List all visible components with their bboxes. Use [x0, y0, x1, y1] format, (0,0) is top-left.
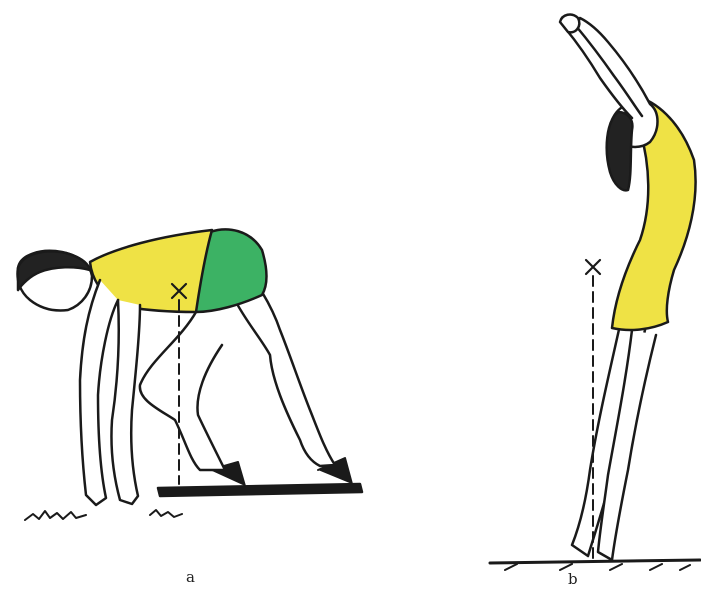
panel-a-label: a [186, 568, 195, 586]
panel-b-label: b [568, 570, 578, 588]
hair [607, 112, 633, 190]
panel-a-sprinter [18, 229, 363, 520]
center-of-mass-cross-icon [586, 260, 600, 274]
starting-block-icon [158, 484, 362, 496]
panel-b-jumper [490, 15, 700, 570]
ground-line-icon [490, 560, 700, 563]
grass-icon [25, 510, 182, 520]
